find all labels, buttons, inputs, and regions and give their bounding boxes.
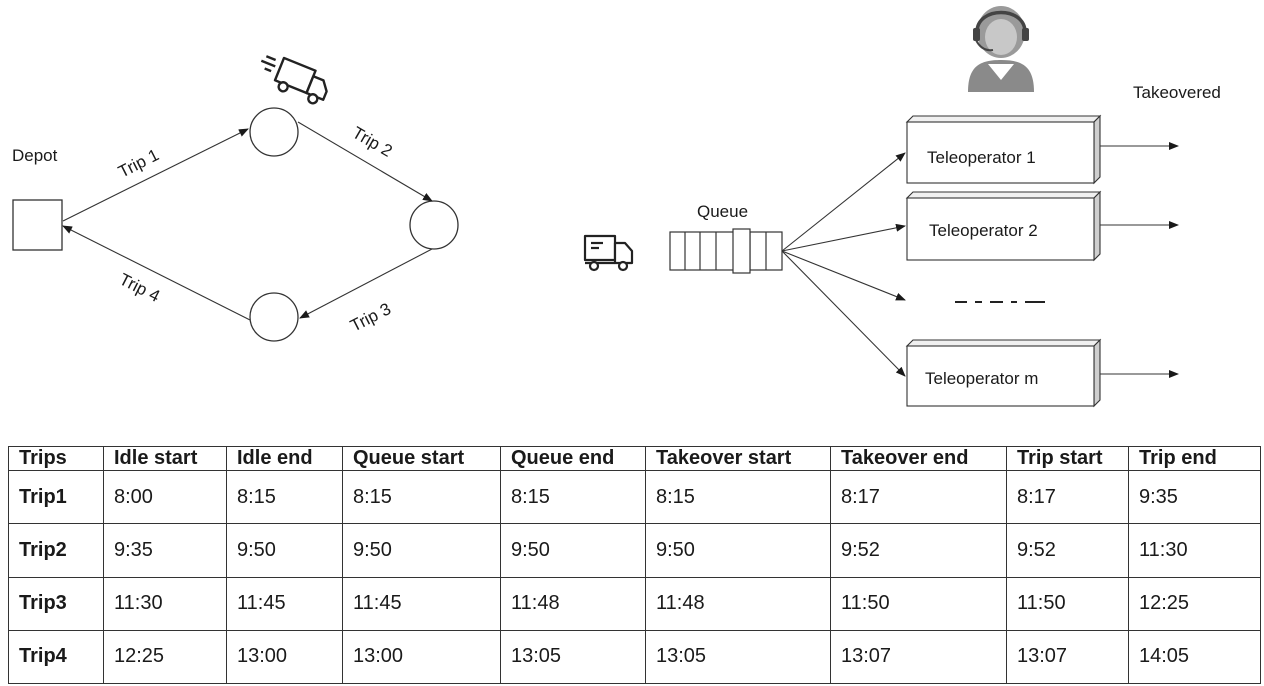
table-cell: 13:07: [830, 629, 1007, 685]
teleoperator-box-m: [905, 338, 1102, 408]
table-cell: Trip2: [8, 523, 104, 578]
takeovered-label: Takeovered: [1133, 83, 1221, 102]
table-cell: 11:30: [103, 576, 227, 631]
table-cell: 9:52: [830, 523, 1007, 578]
table-cell: 8:15: [342, 469, 501, 525]
column-header: Idle end: [226, 446, 343, 471]
queue-to-teleoperator-2-arrow: [781, 223, 906, 252]
teleoperator-m-label: Teleoperator m: [925, 369, 1038, 388]
table-cell: 9:35: [103, 523, 227, 578]
table-header-row: Trips Idle start Idle end Queue start Qu…: [8, 446, 1261, 471]
table-cell: 8:00: [103, 469, 227, 525]
table-cell: 11:50: [1006, 576, 1129, 631]
table-cell: Trip1: [8, 469, 104, 525]
trip-4-label: Trip 4: [116, 270, 163, 306]
table-cell: 11:45: [226, 576, 343, 631]
teleoperator-box-1: [905, 114, 1102, 185]
stop-node-1: [249, 107, 299, 157]
queue-to-teleoperator-1-arrow: [781, 152, 906, 252]
teleoperator-2-label: Teleoperator 2: [929, 221, 1038, 240]
queue-label: Queue: [697, 202, 748, 221]
trip-3-arrow: [299, 248, 433, 319]
table-cell: 8:15: [226, 469, 343, 525]
depot-node: [12, 199, 63, 251]
table-cell: 9:52: [1006, 523, 1129, 578]
trip-2-arrow: [297, 121, 433, 202]
table-cell: 8:15: [645, 469, 831, 525]
column-header: Trip end: [1128, 446, 1261, 471]
teleoperator-box-2: [905, 190, 1102, 262]
table-cell: 11:48: [645, 576, 831, 631]
table-cell: 8:17: [1006, 469, 1129, 525]
column-header: Queue start: [342, 446, 501, 471]
table-cell: 11:50: [830, 576, 1007, 631]
table-cell: 13:05: [500, 629, 646, 685]
stop-node-2: [409, 200, 459, 250]
table-cell: 8:15: [500, 469, 646, 525]
table-cell: 12:25: [103, 629, 227, 685]
table-cell: 11:45: [342, 576, 501, 631]
teleoperator-1-label: Teleoperator 1: [927, 148, 1036, 167]
trip-3-label: Trip 3: [347, 299, 394, 335]
table-cell: 9:35: [1128, 469, 1261, 525]
table-cell: 8:17: [830, 469, 1007, 525]
table-cell: 13:00: [226, 629, 343, 685]
table-cell: 12:25: [1128, 576, 1261, 631]
trip-schedule-table: Trips Idle start Idle end Queue start Qu…: [8, 446, 1261, 685]
table-cell: 13:00: [342, 629, 501, 685]
stop-node-3: [249, 292, 299, 342]
queue-to-teleoperator-m-arrow: [781, 250, 906, 377]
column-header: Takeover start: [645, 446, 831, 471]
depot-label: Depot: [12, 146, 58, 165]
table-cell: 14:05: [1128, 629, 1261, 685]
operator-headset-icon: [968, 6, 1034, 92]
column-header: Trips: [8, 446, 104, 471]
table-row: Trip2 9:35 9:50 9:50 9:50 9:50 9:52 9:52…: [8, 523, 1261, 578]
trip-4-arrow: [62, 225, 251, 321]
table-row: Trip4 12:25 13:00 13:00 13:05 13:05 13:0…: [8, 629, 1261, 685]
table-cell: 11:30: [1128, 523, 1261, 578]
table-cell: 9:50: [645, 523, 831, 578]
table-cell: 13:05: [645, 629, 831, 685]
trip-2-label: Trip 2: [349, 123, 396, 161]
table-cell: Trip4: [8, 629, 104, 685]
column-header: Queue end: [500, 446, 646, 471]
fast-delivery-truck-icon: [260, 55, 328, 105]
queue-buffer: [669, 228, 783, 274]
delivery-truck-icon: [583, 234, 634, 272]
queue-to-more-arrow: [781, 250, 906, 301]
table-cell: 13:07: [1006, 629, 1129, 685]
column-header: Trip start: [1006, 446, 1129, 471]
table-cell: 11:48: [500, 576, 646, 631]
table-cell: 9:50: [500, 523, 646, 578]
trip-1-label: Trip 1: [115, 145, 162, 181]
column-header: Idle start: [103, 446, 227, 471]
table-cell: 9:50: [342, 523, 501, 578]
logistics-diagram: Depot Trip 1 Trip 2 Trip 3 Trip 4 Queue: [12, 6, 1221, 408]
table-cell: Trip3: [8, 576, 104, 631]
table-cell: 9:50: [226, 523, 343, 578]
table-row: Trip1 8:00 8:15 8:15 8:15 8:15 8:17 8:17…: [8, 469, 1261, 525]
table-row: Trip3 11:30 11:45 11:45 11:48 11:48 11:5…: [8, 576, 1261, 631]
trip-1-arrow: [62, 128, 249, 222]
column-header: Takeover end: [830, 446, 1007, 471]
